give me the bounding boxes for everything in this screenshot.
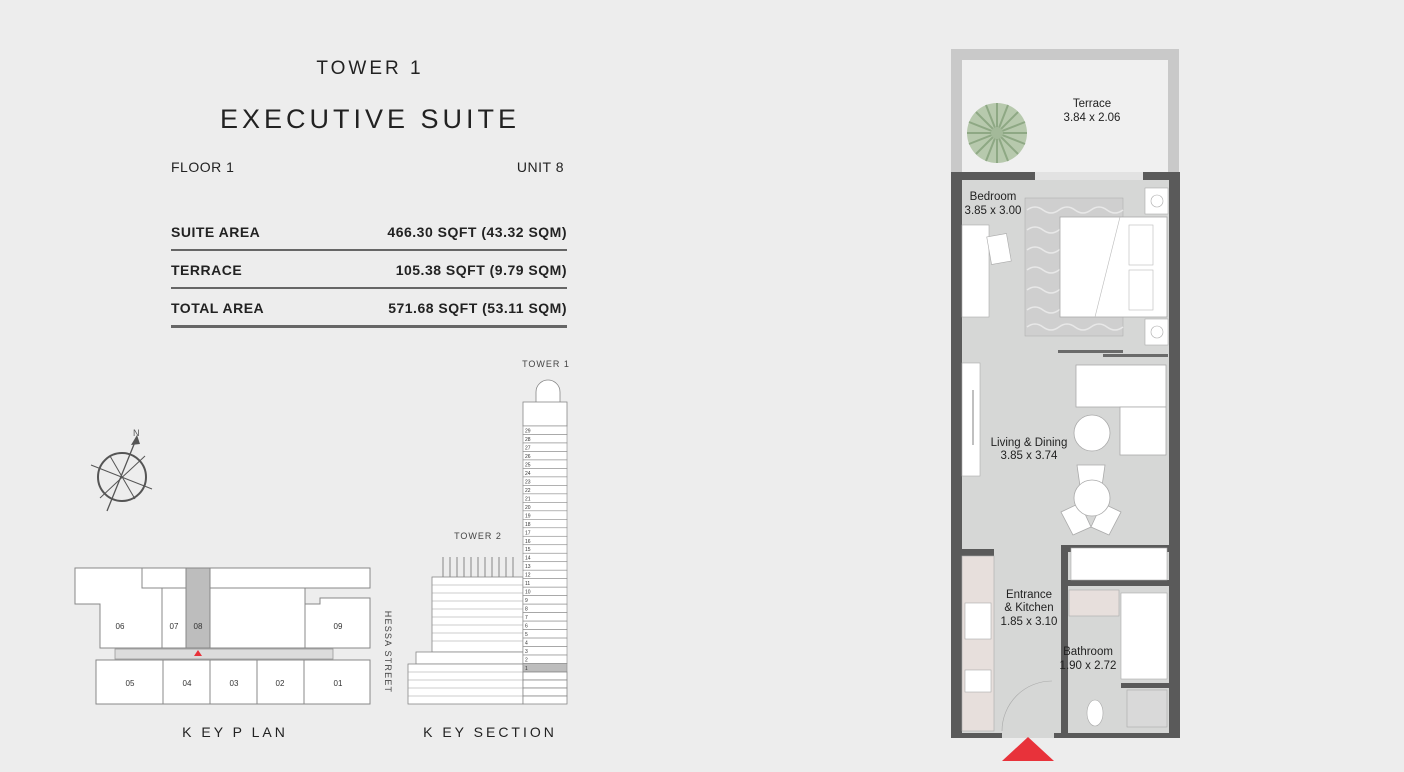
- key-plan-unit: 04: [183, 679, 192, 688]
- area-value: 466.30 SQFT (43.32 SQM): [387, 224, 567, 240]
- key-section-caption: K EY SECTION: [423, 724, 557, 740]
- key-plan-unit: 06: [116, 622, 125, 631]
- unit-label: UNIT 8: [516, 159, 564, 175]
- section-floor-label: 20: [525, 505, 531, 511]
- section-floor-label: 15: [525, 547, 531, 553]
- vanity: [1068, 589, 1120, 617]
- section-floor-label: 5: [525, 632, 528, 638]
- tower1-label: TOWER 1: [522, 359, 570, 369]
- section-floor-label: 25: [525, 462, 531, 468]
- room-name-bedroom: Bedroom: [970, 191, 1017, 203]
- section-floor: [522, 654, 568, 664]
- section-floor-label: 27: [525, 445, 531, 451]
- floor-label: FLOOR 1: [171, 159, 235, 175]
- section-floor-label: 4: [525, 641, 528, 647]
- kitchen-counter: [961, 555, 995, 732]
- key-plan-unit: 05: [126, 679, 135, 688]
- section-floor-label: 7: [525, 615, 528, 621]
- tower-title: TOWER 1: [316, 58, 424, 79]
- section-floor-label: 21: [525, 496, 531, 502]
- room-name-bathroom: Bathroom: [1063, 646, 1113, 658]
- section-floor-label: 26: [525, 454, 531, 460]
- section-floor-label: 9: [525, 598, 528, 604]
- room-dims-living: 3.85 x 3.74: [1001, 450, 1059, 462]
- area-value: 571.68 SQFT (53.11 SQM): [388, 300, 567, 316]
- area-label: TERRACE: [171, 262, 243, 278]
- section-floor: [522, 637, 568, 647]
- room-dims-terrace: 3.84 x 2.06: [1064, 112, 1121, 124]
- tower1-floors: 2928272625242322212019181716151413121110…: [522, 425, 568, 673]
- key-plan-unit: 03: [230, 679, 239, 688]
- section-floor-label: 28: [525, 437, 531, 443]
- key-plan-unit: 09: [334, 622, 343, 631]
- room-name-entrance: Entrance: [1006, 589, 1052, 601]
- key-section-diagram: TOWER 1 TOWER 2 292827262524232221201918…: [407, 359, 570, 705]
- section-floor-label: 11: [525, 581, 530, 587]
- room-dims-entrance: 1.85 x 3.10: [1001, 616, 1058, 628]
- room-name-terrace: Terrace: [1073, 98, 1111, 110]
- section-floor: [522, 620, 568, 630]
- key-plan-diagram: 06 07 08 09 05 04 03 02 01 HESSA STREET: [74, 567, 393, 705]
- section-floor-label: 12: [525, 573, 531, 579]
- area-value: 105.38 SQFT (9.79 SQM): [395, 262, 567, 278]
- room-name-living: Living & Dining: [991, 437, 1068, 449]
- section-floor: [522, 646, 568, 656]
- area-row-total: TOTAL AREA 571.68 SQFT (53.11 SQM): [171, 289, 567, 328]
- tv-unit: [961, 362, 981, 477]
- shower: [1120, 592, 1168, 680]
- section-floor: [522, 595, 568, 605]
- section-floor: [522, 612, 568, 622]
- section-floor-label: 29: [525, 428, 531, 434]
- section-floor-highlighted: [522, 663, 568, 673]
- toilet: [1086, 699, 1104, 727]
- section-floor-label: 8: [525, 607, 528, 613]
- room-name-kitchen: & Kitchen: [1004, 602, 1053, 614]
- section-floor: [522, 603, 568, 613]
- key-plan-unit: 01: [334, 679, 343, 688]
- section-floor-label: 14: [525, 556, 531, 562]
- section-floor-label: 23: [525, 479, 531, 485]
- section-floor: [522, 629, 568, 639]
- dining-table: [1060, 464, 1122, 536]
- desk: [961, 224, 990, 318]
- key-plan-unit: 07: [170, 622, 179, 631]
- tower2-label: TOWER 2: [454, 531, 502, 541]
- area-label: TOTAL AREA: [171, 300, 265, 316]
- room-dims-bathroom: 1.90 x 2.72: [1060, 660, 1117, 672]
- compass-icon: N: [90, 428, 153, 512]
- entrance-arrow-icon: [1002, 737, 1054, 761]
- section-floor-label: 18: [525, 522, 531, 528]
- wardrobe: [1070, 547, 1168, 581]
- key-plan-unit: 02: [276, 679, 285, 688]
- room-dims-bedroom: 3.85 x 3.00: [965, 205, 1022, 217]
- plant-icon: [967, 103, 1027, 163]
- section-floor-label: 19: [525, 513, 531, 519]
- section-floor-label: 2: [525, 658, 528, 664]
- section-floor-label: 1: [525, 666, 528, 672]
- street-label: HESSA STREET: [383, 611, 393, 693]
- section-floor-label: 24: [525, 471, 531, 477]
- floor-plan-diagram: Terrace 3.84 x 2.06 Bedroom 3.85 x 3.00 …: [951, 49, 1180, 761]
- section-floor-label: 6: [525, 624, 528, 630]
- area-row-suite: SUITE AREA 466.30 SQFT (43.32 SQM): [171, 213, 567, 251]
- section-floor-label: 13: [525, 564, 531, 570]
- section-floor-label: 16: [525, 539, 531, 545]
- suite-type-title: EXECUTIVE SUITE: [219, 104, 521, 134]
- section-floor-label: 10: [525, 590, 531, 596]
- compass-north-label: N: [133, 428, 140, 438]
- section-floor-label: 22: [525, 488, 531, 494]
- section-floor-label: 3: [525, 649, 528, 655]
- area-table: SUITE AREA 466.30 SQFT (43.32 SQM) TERRA…: [171, 213, 567, 328]
- coffee-table: [1073, 414, 1111, 452]
- sofa: [1075, 364, 1167, 408]
- key-plan-unit-highlighted: 08: [194, 622, 203, 631]
- area-label: SUITE AREA: [171, 224, 261, 240]
- key-plan-caption: K EY P LAN: [182, 724, 288, 740]
- area-row-terrace: TERRACE 105.38 SQFT (9.79 SQM): [171, 251, 567, 289]
- section-floor-label: 17: [525, 530, 531, 536]
